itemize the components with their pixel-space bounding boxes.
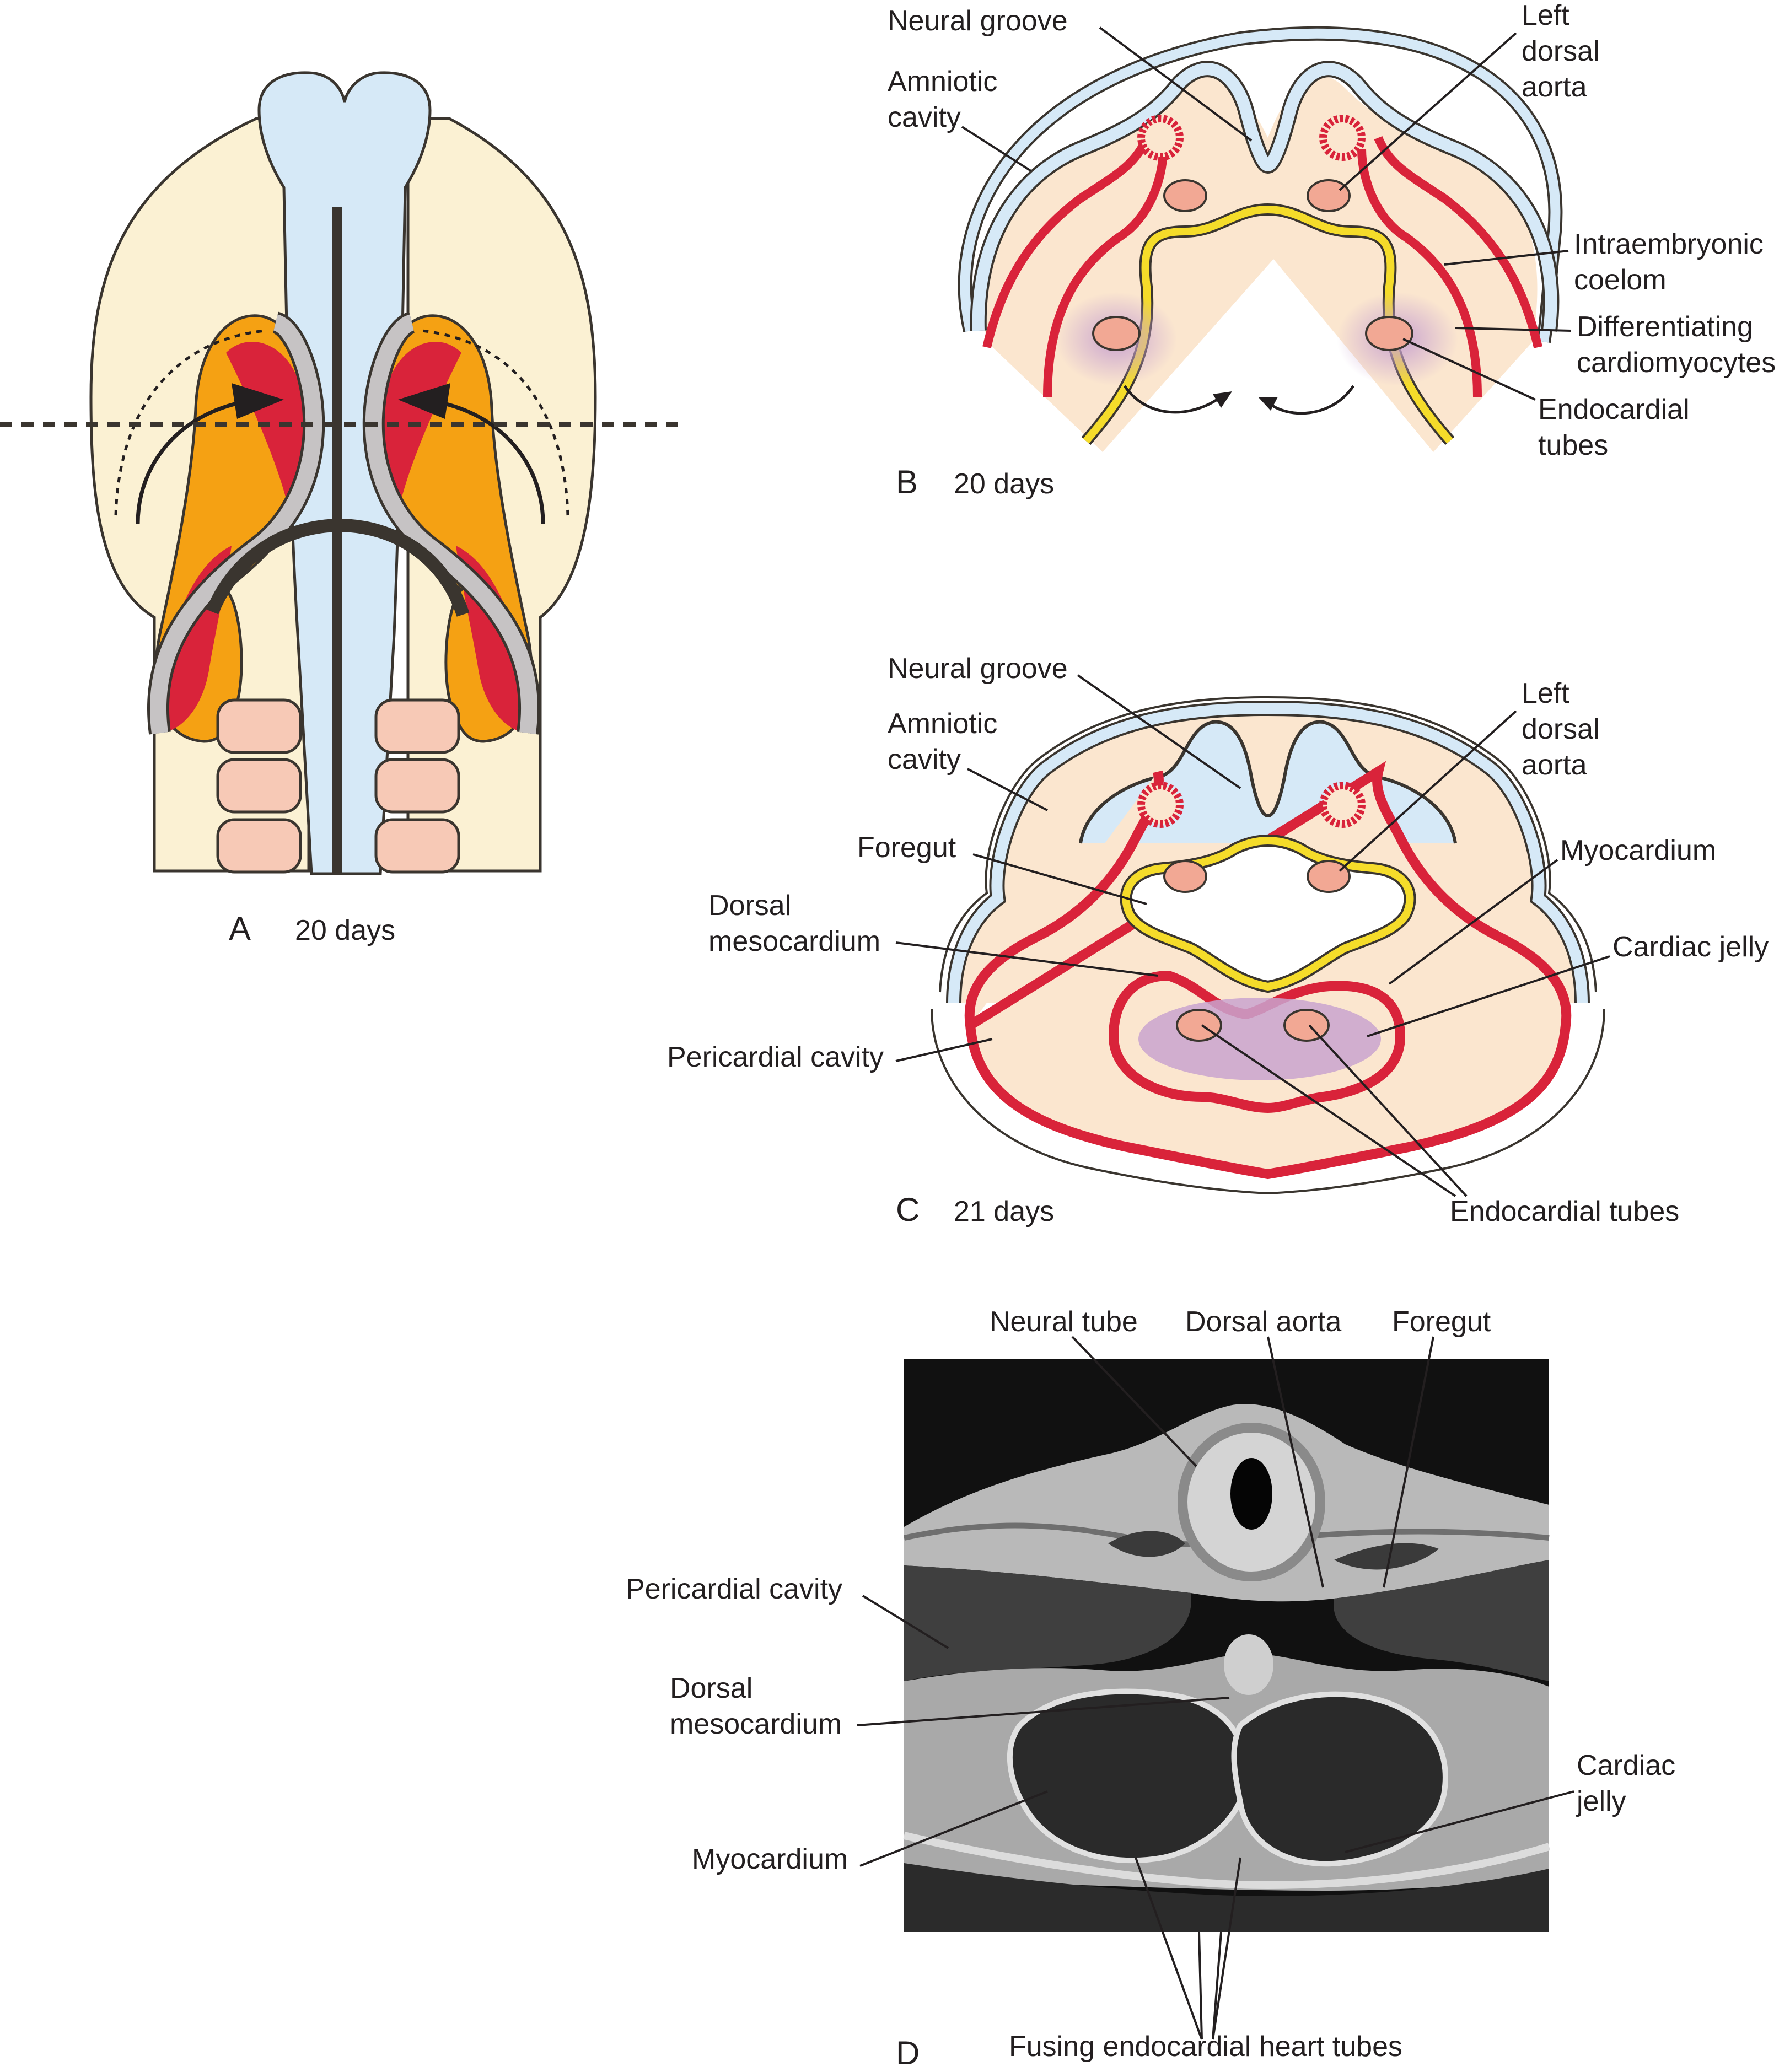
somite [374, 698, 460, 754]
panel-c: Neural groove Amniotic cavity Left dorsa… [667, 653, 1769, 1228]
neural-plate [257, 71, 432, 875]
right-heart-field-inner [380, 342, 533, 733]
svg-text:jelly: jelly [1576, 1785, 1626, 1817]
label-dorsal-mesocardium-d: Dorsal [670, 1672, 752, 1704]
label-foregut-c: Foregut [857, 832, 956, 864]
right-dorsal-aorta-b [1307, 179, 1351, 212]
panel-a: A 20 days [0, 71, 678, 947]
sem-neural-canal [1230, 1458, 1272, 1530]
outer-ectoderm-c [939, 696, 1597, 993]
label-cardiac-jelly-c: Cardiac jelly [1612, 931, 1769, 963]
panel-d-caption: Fusing endocardial heart tubes [1009, 2031, 1402, 2063]
right-migration-arrow [421, 397, 545, 524]
left-dorsal-aorta-b [1163, 179, 1207, 212]
right-neural-fold-ring [1319, 115, 1366, 161]
label-left-dorsal-aorta-c: Left [1522, 677, 1569, 709]
right-fold-arrowhead-icon [1258, 397, 1278, 411]
label-neural-groove: Neural groove [888, 5, 1068, 37]
right-dotted-arc [421, 329, 569, 516]
foregut-arc [206, 519, 470, 617]
left-arrowhead-icon [232, 383, 284, 419]
somites [216, 698, 460, 874]
svg-text:cavity: cavity [888, 744, 961, 776]
label-left-dorsal-aorta: Left [1522, 0, 1569, 31]
left-migration-arrow [136, 397, 260, 524]
left-endocardial-tube-c [1176, 1009, 1222, 1042]
svg-text:mesocardium: mesocardium [708, 925, 880, 957]
label-neural-tube-d: Neural tube [990, 1306, 1138, 1338]
label-intraembryonic-coelom: Intraembryonic [1574, 228, 1764, 260]
right-arrowhead-icon [398, 383, 450, 419]
svg-text:aorta: aorta [1522, 71, 1587, 103]
label-myocardium-c: Myocardium [1560, 835, 1716, 867]
somite [374, 818, 460, 874]
label-neural-groove-c: Neural groove [888, 653, 1068, 685]
panel-d-letter: D [896, 2035, 920, 2071]
somite [216, 818, 302, 874]
label-endocardial-tubes: Endocardial [1538, 394, 1690, 426]
right-endocardial-tube-b [1365, 316, 1413, 351]
svg-text:mesocardium: mesocardium [670, 1708, 842, 1740]
label-endocardial-tubes-c: Endocardial tubes [1450, 1196, 1679, 1228]
left-dotted-arc [114, 329, 265, 516]
somite [216, 698, 302, 754]
label-myocardium-d: Myocardium [692, 1843, 848, 1875]
body-wall-c [931, 1008, 1605, 1195]
svg-text:cavity: cavity [888, 101, 961, 133]
right-myocardium-b [1374, 136, 1542, 348]
panel-a-caption: 20 days [295, 914, 395, 946]
sem-mesocardium [1224, 1634, 1273, 1695]
panel-b: Neural groove Amniotic cavity Left dorsa… [888, 0, 1776, 500]
svg-text:tubes: tubes [1538, 429, 1608, 461]
label-amniotic-cavity-c: Amniotic [888, 708, 997, 740]
label-dorsal-aorta-d: Dorsal aorta [1185, 1306, 1341, 1338]
panel-a-letter: A [229, 910, 251, 947]
panel-c-caption: 21 days [954, 1196, 1054, 1228]
panel-d: Neural tube Dorsal aorta Foregut Pericar… [626, 1306, 1675, 2071]
sem-pericardial-cavity [904, 1565, 1191, 1681]
label-differentiating-cardiomyocytes: Differentiating [1577, 311, 1753, 343]
left-endocardial-tube-b [1092, 316, 1141, 351]
right-fold-arrow [1267, 385, 1355, 415]
left-myocardium-b [982, 136, 1151, 348]
svg-text:cardiomyocytes: cardiomyocytes [1577, 347, 1776, 379]
left-fold-arrow [1123, 385, 1222, 414]
svg-text:dorsal: dorsal [1522, 35, 1600, 67]
svg-text:aorta: aorta [1522, 749, 1587, 781]
label-amniotic-cavity: Amniotic [888, 66, 997, 98]
left-fold-arrowhead-icon [1213, 391, 1232, 408]
left-dorsal-aorta-c [1163, 860, 1207, 893]
right-dorsal-aorta-c [1307, 860, 1351, 893]
svg-text:coelom: coelom [1574, 264, 1667, 296]
label-pericardial-cavity-d: Pericardial cavity [626, 1573, 842, 1605]
panel-c-letter: C [896, 1191, 920, 1228]
right-endocardial-tube-c [1283, 1009, 1330, 1042]
label-pericardial-cavity-c: Pericardial cavity [667, 1041, 884, 1073]
somite [374, 758, 460, 814]
svg-text:dorsal: dorsal [1522, 713, 1600, 745]
label-dorsal-mesocardium-c: Dorsal [708, 890, 791, 922]
left-neural-fold-ring [1137, 115, 1184, 161]
cardiac-jelly-c [1138, 998, 1381, 1080]
label-foregut-d: Foregut [1392, 1306, 1491, 1338]
somite [216, 758, 302, 814]
panel-b-letter: B [896, 464, 918, 500]
label-cardiac-jelly-d: Cardiac [1577, 1750, 1675, 1782]
panel-b-caption: 20 days [954, 468, 1054, 500]
left-heart-field-inner [155, 342, 307, 733]
